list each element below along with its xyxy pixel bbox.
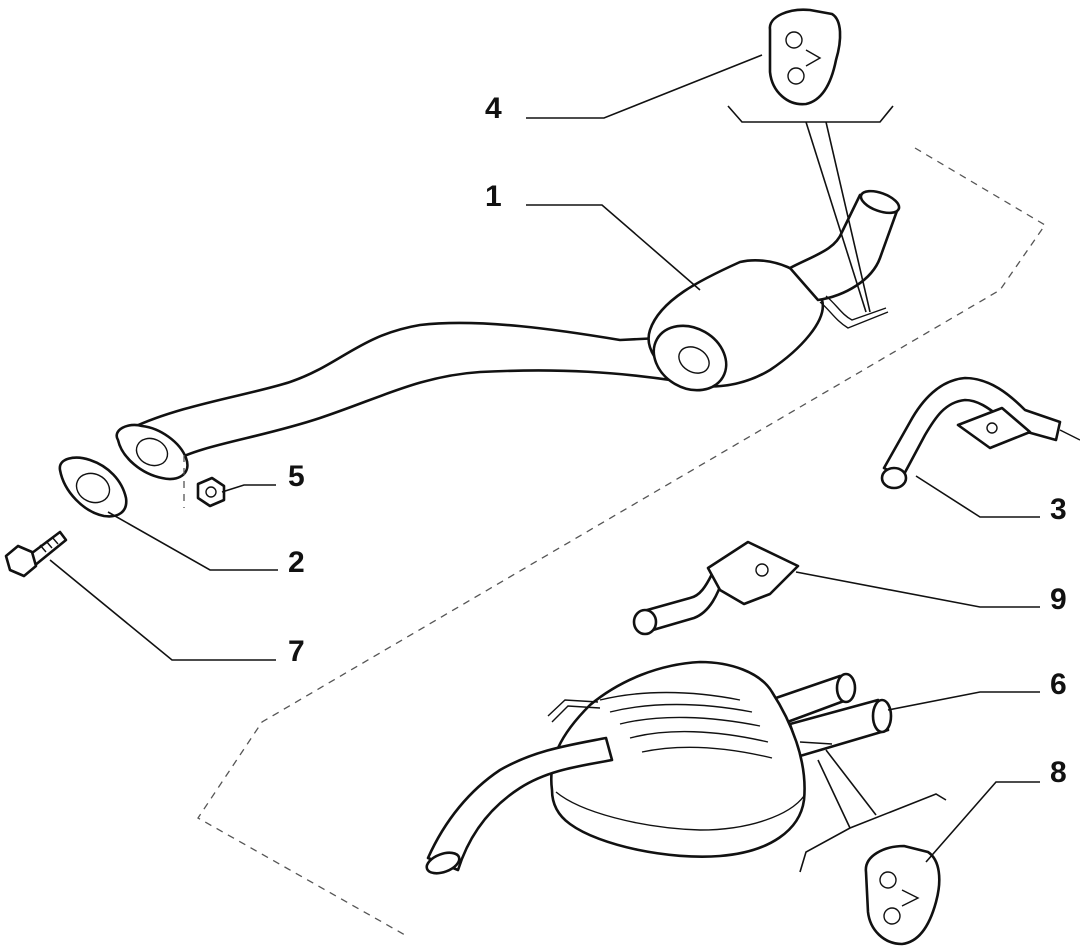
rubber-hanger-bottom-hole-2 bbox=[883, 907, 901, 925]
leader-3 bbox=[915, 475, 1040, 518]
gasket-hole bbox=[75, 472, 111, 504]
silencer-hanger-rod-2 bbox=[551, 705, 601, 723]
hanger-rod-2 bbox=[825, 295, 887, 321]
tail-pipe-lower-tip bbox=[871, 698, 893, 734]
connecting-pipe-body bbox=[882, 376, 1062, 480]
gasket-body bbox=[58, 456, 128, 518]
part-5-nut bbox=[183, 455, 226, 508]
part-9-bracket-pipe bbox=[632, 540, 800, 636]
bracket-pipe-plate-hole bbox=[755, 563, 769, 577]
hanger-bracket-top-lead-1 bbox=[805, 121, 867, 313]
leader-4 bbox=[526, 54, 763, 119]
leader-2 bbox=[107, 511, 278, 571]
callout-4: 4 bbox=[485, 92, 502, 125]
callout-3: 3 bbox=[1050, 493, 1067, 526]
leader-9 bbox=[795, 571, 1040, 608]
rubber-hanger-bottom-body bbox=[864, 844, 941, 946]
silencer-inlet-end bbox=[425, 851, 461, 875]
part-2-gasket bbox=[58, 456, 128, 518]
intermediate-pipe-body bbox=[130, 321, 686, 464]
rubber-hanger-top-hole-2 bbox=[787, 67, 805, 85]
connecting-pipe-end bbox=[880, 466, 908, 490]
callout-5: 5 bbox=[288, 460, 305, 493]
bolt-head bbox=[4, 544, 38, 578]
leader-1 bbox=[526, 204, 701, 291]
hanger-bracket-bottom-lead-2 bbox=[825, 749, 877, 816]
part-4-rubber-hanger bbox=[768, 8, 842, 106]
callout-6: 6 bbox=[1050, 668, 1067, 701]
leader-7 bbox=[49, 559, 276, 661]
tail-pipe-upper-tip bbox=[835, 672, 857, 704]
part-3-connecting-pipe bbox=[880, 376, 1080, 490]
leader-6 bbox=[887, 691, 1040, 711]
pipe-front-flange bbox=[115, 423, 189, 481]
callout-7: 7 bbox=[288, 635, 305, 668]
rubber-hanger-bottom-slot bbox=[901, 889, 920, 907]
connecting-pipe-bracket bbox=[956, 406, 1032, 450]
silencer-hanger-rod bbox=[547, 699, 599, 717]
part-6-rear-silencer bbox=[425, 660, 893, 875]
assembly-boundary bbox=[197, 147, 1046, 936]
bracket-pipe-plate bbox=[706, 540, 800, 606]
bolt-thread bbox=[39, 536, 59, 553]
rubber-hanger-top-slot bbox=[805, 49, 822, 67]
part-8-rubber-hanger bbox=[864, 844, 941, 946]
nut-hole bbox=[205, 486, 217, 498]
silencer-seam bbox=[555, 791, 805, 831]
silencer-side-hanger bbox=[799, 741, 833, 745]
rubber-hanger-top-body bbox=[768, 8, 842, 106]
bracket-pipe-end bbox=[632, 608, 658, 636]
nut-body bbox=[196, 476, 226, 508]
hanger-bracket-bottom-lead-1 bbox=[817, 759, 851, 829]
leader-8 bbox=[925, 781, 1040, 863]
pipe-rear-outlet bbox=[859, 189, 901, 215]
connecting-pipe-tail bbox=[1059, 429, 1080, 441]
rubber-hanger-bottom-hole-1 bbox=[879, 871, 897, 889]
callout-2: 2 bbox=[288, 546, 305, 579]
part-7-bolt bbox=[4, 530, 68, 578]
hanger-rod bbox=[819, 301, 889, 329]
hanger-bracket-top bbox=[727, 105, 894, 123]
resonator-outlet-ring bbox=[678, 346, 710, 374]
silencer-ribs bbox=[599, 691, 773, 759]
part-1-intermediate-pipe bbox=[115, 189, 901, 481]
rubber-hanger-top-hole-1 bbox=[785, 31, 803, 49]
connecting-pipe-bracket-hole bbox=[986, 422, 998, 434]
callout-8: 8 bbox=[1050, 756, 1067, 789]
hanger-bracket-top-lead-2 bbox=[825, 121, 871, 313]
callout-1: 1 bbox=[485, 180, 502, 213]
pipe-rear-section bbox=[788, 193, 900, 302]
pipe-front-flange-hole bbox=[135, 437, 169, 467]
resonator-front-cap bbox=[652, 324, 728, 392]
leader-5 bbox=[221, 484, 276, 493]
callout-9: 9 bbox=[1050, 583, 1067, 616]
